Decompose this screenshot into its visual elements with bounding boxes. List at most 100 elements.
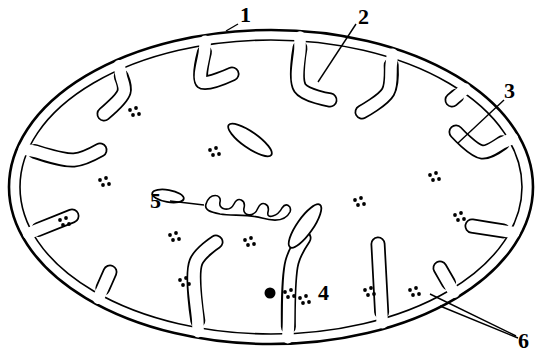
- crista-lumen: [288, 238, 304, 338]
- crista-lumen: [98, 272, 110, 298]
- ribosome-dot: [177, 237, 181, 241]
- ribosome-dot: [417, 292, 421, 296]
- ribosome-dot: [459, 211, 463, 215]
- ribosome-dot: [434, 171, 438, 175]
- crista-lumen: [456, 132, 512, 152]
- crista: [456, 132, 512, 152]
- callout-number: 5: [150, 190, 161, 212]
- ribosome-dot: [137, 112, 141, 116]
- ribosome-dot: [214, 146, 218, 150]
- leader-line: [318, 24, 356, 82]
- ribosome-dot: [249, 236, 253, 240]
- ribosome-dot: [456, 218, 460, 222]
- dna-loop: [206, 196, 291, 221]
- ribosome-dot: [184, 276, 188, 280]
- crista-lumen: [28, 216, 72, 233]
- crista-lumen: [452, 89, 465, 100]
- ribosome-dot: [64, 216, 68, 220]
- ribosome-dot: [301, 301, 305, 305]
- crista: [452, 89, 465, 100]
- granule: [265, 288, 276, 299]
- crista-lumen: [24, 149, 100, 160]
- ribosome-dot: [181, 283, 185, 287]
- crista: [362, 54, 392, 112]
- ribosome-dot: [243, 238, 247, 242]
- crista-lumen: [440, 268, 454, 292]
- ribosome-dot: [292, 294, 296, 298]
- crista: [104, 66, 124, 114]
- crista: [98, 272, 110, 298]
- ribosome-dot: [174, 231, 178, 235]
- crista: [194, 242, 216, 332]
- outer-membrane: [9, 30, 533, 344]
- crista: [24, 149, 100, 160]
- crista-lumen: [472, 226, 514, 233]
- ribosome-dot: [252, 242, 256, 246]
- ribosome-dot: [283, 290, 287, 294]
- ribosome-dot: [171, 238, 175, 242]
- ribosome-dot: [431, 178, 435, 182]
- ribosome-dot: [428, 173, 432, 177]
- ribosome-dot: [298, 296, 302, 300]
- ribosome-dot: [353, 198, 357, 202]
- leader-line: [430, 294, 516, 336]
- crista-lumen: [297, 37, 330, 100]
- crista: [28, 216, 72, 233]
- leader-line: [170, 201, 204, 205]
- ribosome-dot: [414, 286, 418, 290]
- ribosome-dot: [437, 177, 441, 181]
- ribosome-dot: [107, 182, 111, 186]
- ribosome-dot: [208, 148, 212, 152]
- inner-membrane: [20, 40, 522, 334]
- ribosome-dot: [372, 292, 376, 296]
- ribosome-dot: [304, 294, 308, 298]
- ribosome-dot: [98, 178, 102, 182]
- leader-line: [440, 306, 518, 338]
- callout-number: 4: [318, 282, 329, 304]
- ribosome-dot: [187, 282, 191, 286]
- ribosome-dot: [217, 152, 221, 156]
- ribosome-dot: [104, 176, 108, 180]
- ribosome-dot: [453, 213, 457, 217]
- callout-number: 3: [504, 80, 515, 102]
- ribosome-dot: [289, 288, 293, 292]
- crista: [472, 226, 514, 233]
- ribosome-dot: [101, 183, 105, 187]
- crista-lumen: [104, 66, 124, 114]
- ribosome-dot: [411, 293, 415, 297]
- ribosome-dot: [366, 293, 370, 297]
- crista: [200, 41, 232, 83]
- ribosome-dot: [58, 218, 62, 222]
- ribosome-dot: [134, 106, 138, 110]
- ribosome-dot: [128, 108, 132, 112]
- crista-lumen: [200, 41, 232, 83]
- ribosome-dot: [61, 223, 65, 227]
- crista-section: [224, 119, 276, 162]
- ribosome-dot: [178, 278, 182, 282]
- leader-line: [226, 24, 238, 31]
- callout-number: 1: [240, 4, 251, 26]
- crista: [288, 238, 304, 338]
- crista-lumen: [362, 54, 392, 112]
- ribosome-dot: [286, 295, 290, 299]
- ribosome-dot: [211, 153, 215, 157]
- ribosome-dot: [67, 222, 71, 226]
- ribosome-dot: [168, 233, 172, 237]
- ribosome-dot: [408, 288, 412, 292]
- ribosome-dot: [369, 286, 373, 290]
- ribosome-dot: [359, 196, 363, 200]
- ribosome-dot: [356, 203, 360, 207]
- leader-line: [458, 100, 504, 143]
- ribosome-dot: [462, 217, 466, 221]
- ribosome-dot: [362, 202, 366, 206]
- crista: [440, 268, 454, 292]
- ribosome-dot: [363, 288, 367, 292]
- ribosome-dot: [246, 243, 250, 247]
- ribosome-dot: [131, 113, 135, 117]
- crista: [378, 244, 382, 323]
- crista: [297, 37, 330, 100]
- crista-lumen: [378, 244, 382, 323]
- crista-lumen: [194, 242, 216, 332]
